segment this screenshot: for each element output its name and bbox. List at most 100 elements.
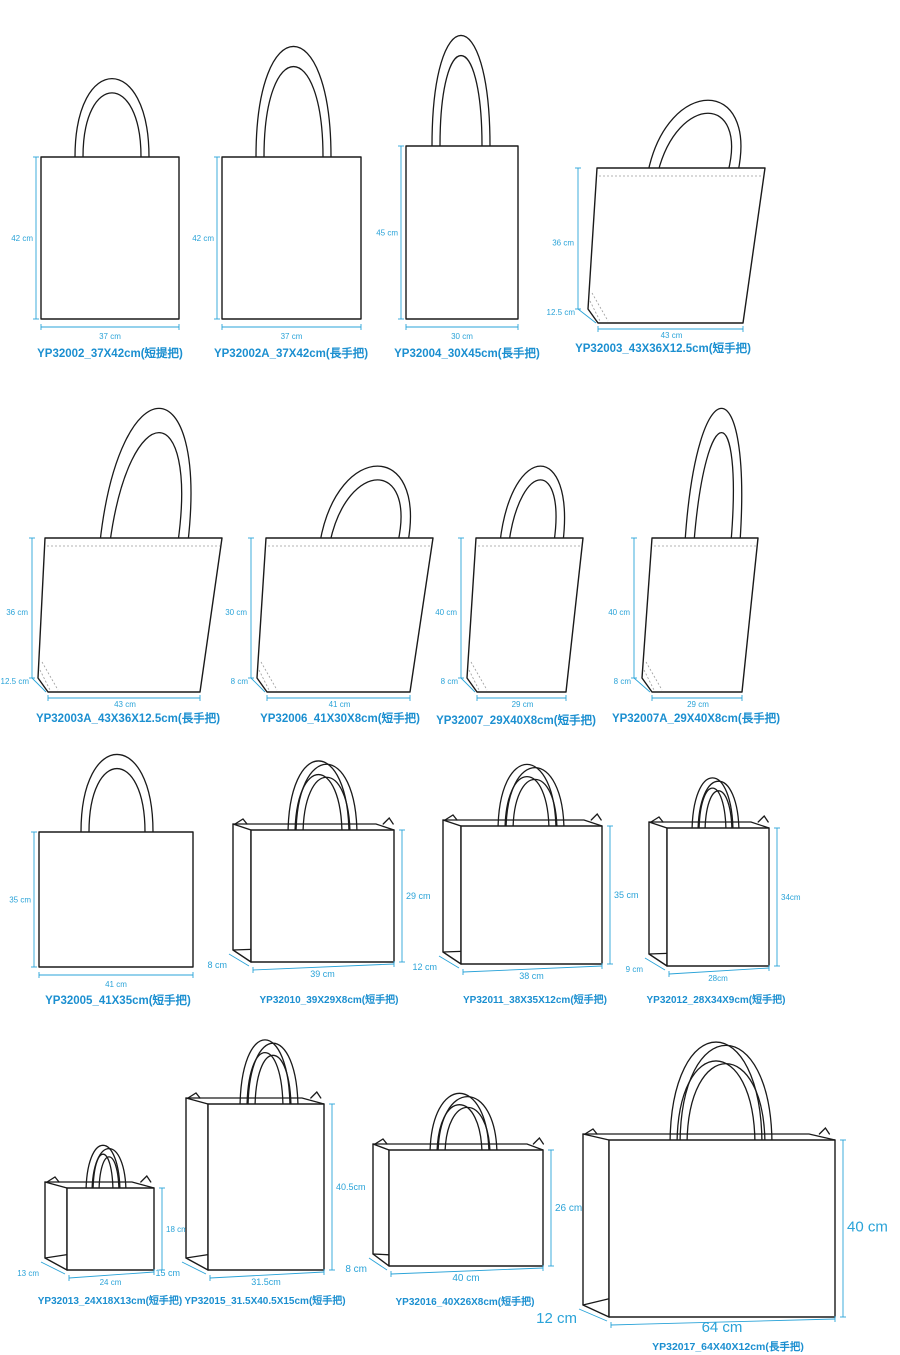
bag-front-panel [460, 825, 603, 965]
height-label: 35 cm [9, 896, 31, 905]
bag-top-flap [818, 1126, 831, 1135]
handle-inner [704, 790, 733, 835]
depth-label: 13 cm [17, 1269, 39, 1278]
handle-outer [319, 465, 411, 543]
handle-inner [294, 774, 343, 837]
height-label: 18 cm [166, 1225, 188, 1234]
depth-label: 15 cm [155, 1268, 180, 1278]
handle-outer [287, 760, 350, 837]
height-label: 40 cm [435, 608, 457, 617]
handle-outer [684, 408, 743, 543]
height-label: 36 cm [6, 608, 28, 617]
bag-top-flap [187, 1092, 201, 1099]
bag-item: 40 cm 8 cm 29 cm YP32007_29X40X8cm(短手把) [435, 465, 596, 727]
width-label: 40 cm [452, 1273, 479, 1284]
width-label: 43 cm [114, 700, 136, 709]
bag-caption: YP32003A_43X36X12.5cm(長手把) [36, 711, 220, 725]
depth-dimension-line [40, 1261, 66, 1275]
height-label: 40 cm [847, 1219, 888, 1236]
bag-front-panel [608, 1139, 836, 1318]
handle-outer [255, 45, 332, 158]
height-label: 42 cm [192, 234, 214, 243]
width-label: 64 cm [702, 1319, 743, 1336]
handle-inner [686, 1063, 766, 1147]
handle-inner [302, 776, 351, 837]
handle-inner [82, 92, 142, 158]
height-label: 34cm [781, 893, 801, 902]
bag-top-flap [46, 1176, 60, 1183]
depth-dimension-line [31, 677, 47, 693]
depth-label: 12.5 cm [547, 308, 576, 317]
bag-side-gusset [648, 821, 668, 967]
bag-top-flap [234, 818, 248, 825]
depth-dimension-line [181, 1261, 207, 1275]
bag-top-flap [590, 812, 602, 821]
depth-label: 12 cm [412, 962, 437, 972]
depth-label: 12.5 cm [1, 677, 30, 686]
gusset-fold [648, 952, 668, 955]
handle-outer [679, 1044, 773, 1147]
handle-outer [647, 99, 742, 173]
width-dimension-line [610, 1318, 836, 1326]
bag-body [40, 156, 180, 320]
width-label: 29 cm [687, 700, 709, 709]
bag-body [256, 537, 434, 693]
bag-top-flap [444, 814, 458, 821]
width-label: 39 cm [310, 969, 335, 979]
bag-body [466, 537, 584, 693]
depth-dimension-line [577, 308, 597, 324]
bag-front-panel [207, 1103, 325, 1271]
bag-body [587, 167, 766, 324]
width-label: 28cm [708, 974, 728, 983]
width-label: 41 cm [105, 980, 127, 989]
bag-caption: YP32011_38X35X12cm(短手把) [463, 993, 607, 1006]
bag-front-panel [66, 1187, 155, 1271]
depth-dimension-line [633, 677, 651, 693]
depth-label: 8 cm [441, 677, 459, 686]
width-dimension-line [68, 1271, 155, 1279]
bag-top-flap [382, 816, 394, 825]
width-label: 29 cm [512, 700, 534, 709]
gusset-fold [470, 661, 488, 691]
height-label: 42 cm [11, 234, 33, 243]
handle-inner [88, 767, 146, 833]
handle-outer [91, 1148, 127, 1195]
handle-outer [431, 35, 491, 147]
bag-top-flap [584, 1128, 598, 1135]
handle-inner [436, 1104, 483, 1157]
depth-label: 8 cm [614, 677, 632, 686]
bag-caption: YP32016_40X26X8cm(短手把) [396, 1295, 535, 1308]
bag-body [641, 537, 759, 693]
width-label: 41 cm [329, 700, 351, 709]
bag-top-flap [650, 816, 664, 823]
handle-inner [676, 1060, 756, 1147]
bag-caption: YP32007_29X40X8cm(短手把) [436, 713, 596, 727]
bag-front-panel [250, 829, 395, 963]
depth-dimension-line [250, 677, 266, 693]
bag-caption: YP32010_39X29X8cm(短手把) [260, 993, 399, 1006]
bag-front-panel [666, 827, 770, 967]
bag-front-panel [388, 1149, 544, 1267]
handle-inner [254, 1054, 292, 1111]
bag-top-flap [757, 814, 769, 823]
bag-top-edge [442, 819, 603, 827]
bag-caption: YP32002A_37X42cm(長手把) [214, 346, 368, 360]
handle-inner [92, 1153, 114, 1195]
bag-body [38, 831, 194, 968]
handle-inner [508, 479, 557, 543]
width-dimension-line [252, 963, 395, 971]
handle-outer [437, 1096, 498, 1157]
gusset-fold [442, 950, 462, 953]
bag-caption: YP32013_24X18X13cm(短手把) [38, 1294, 183, 1307]
